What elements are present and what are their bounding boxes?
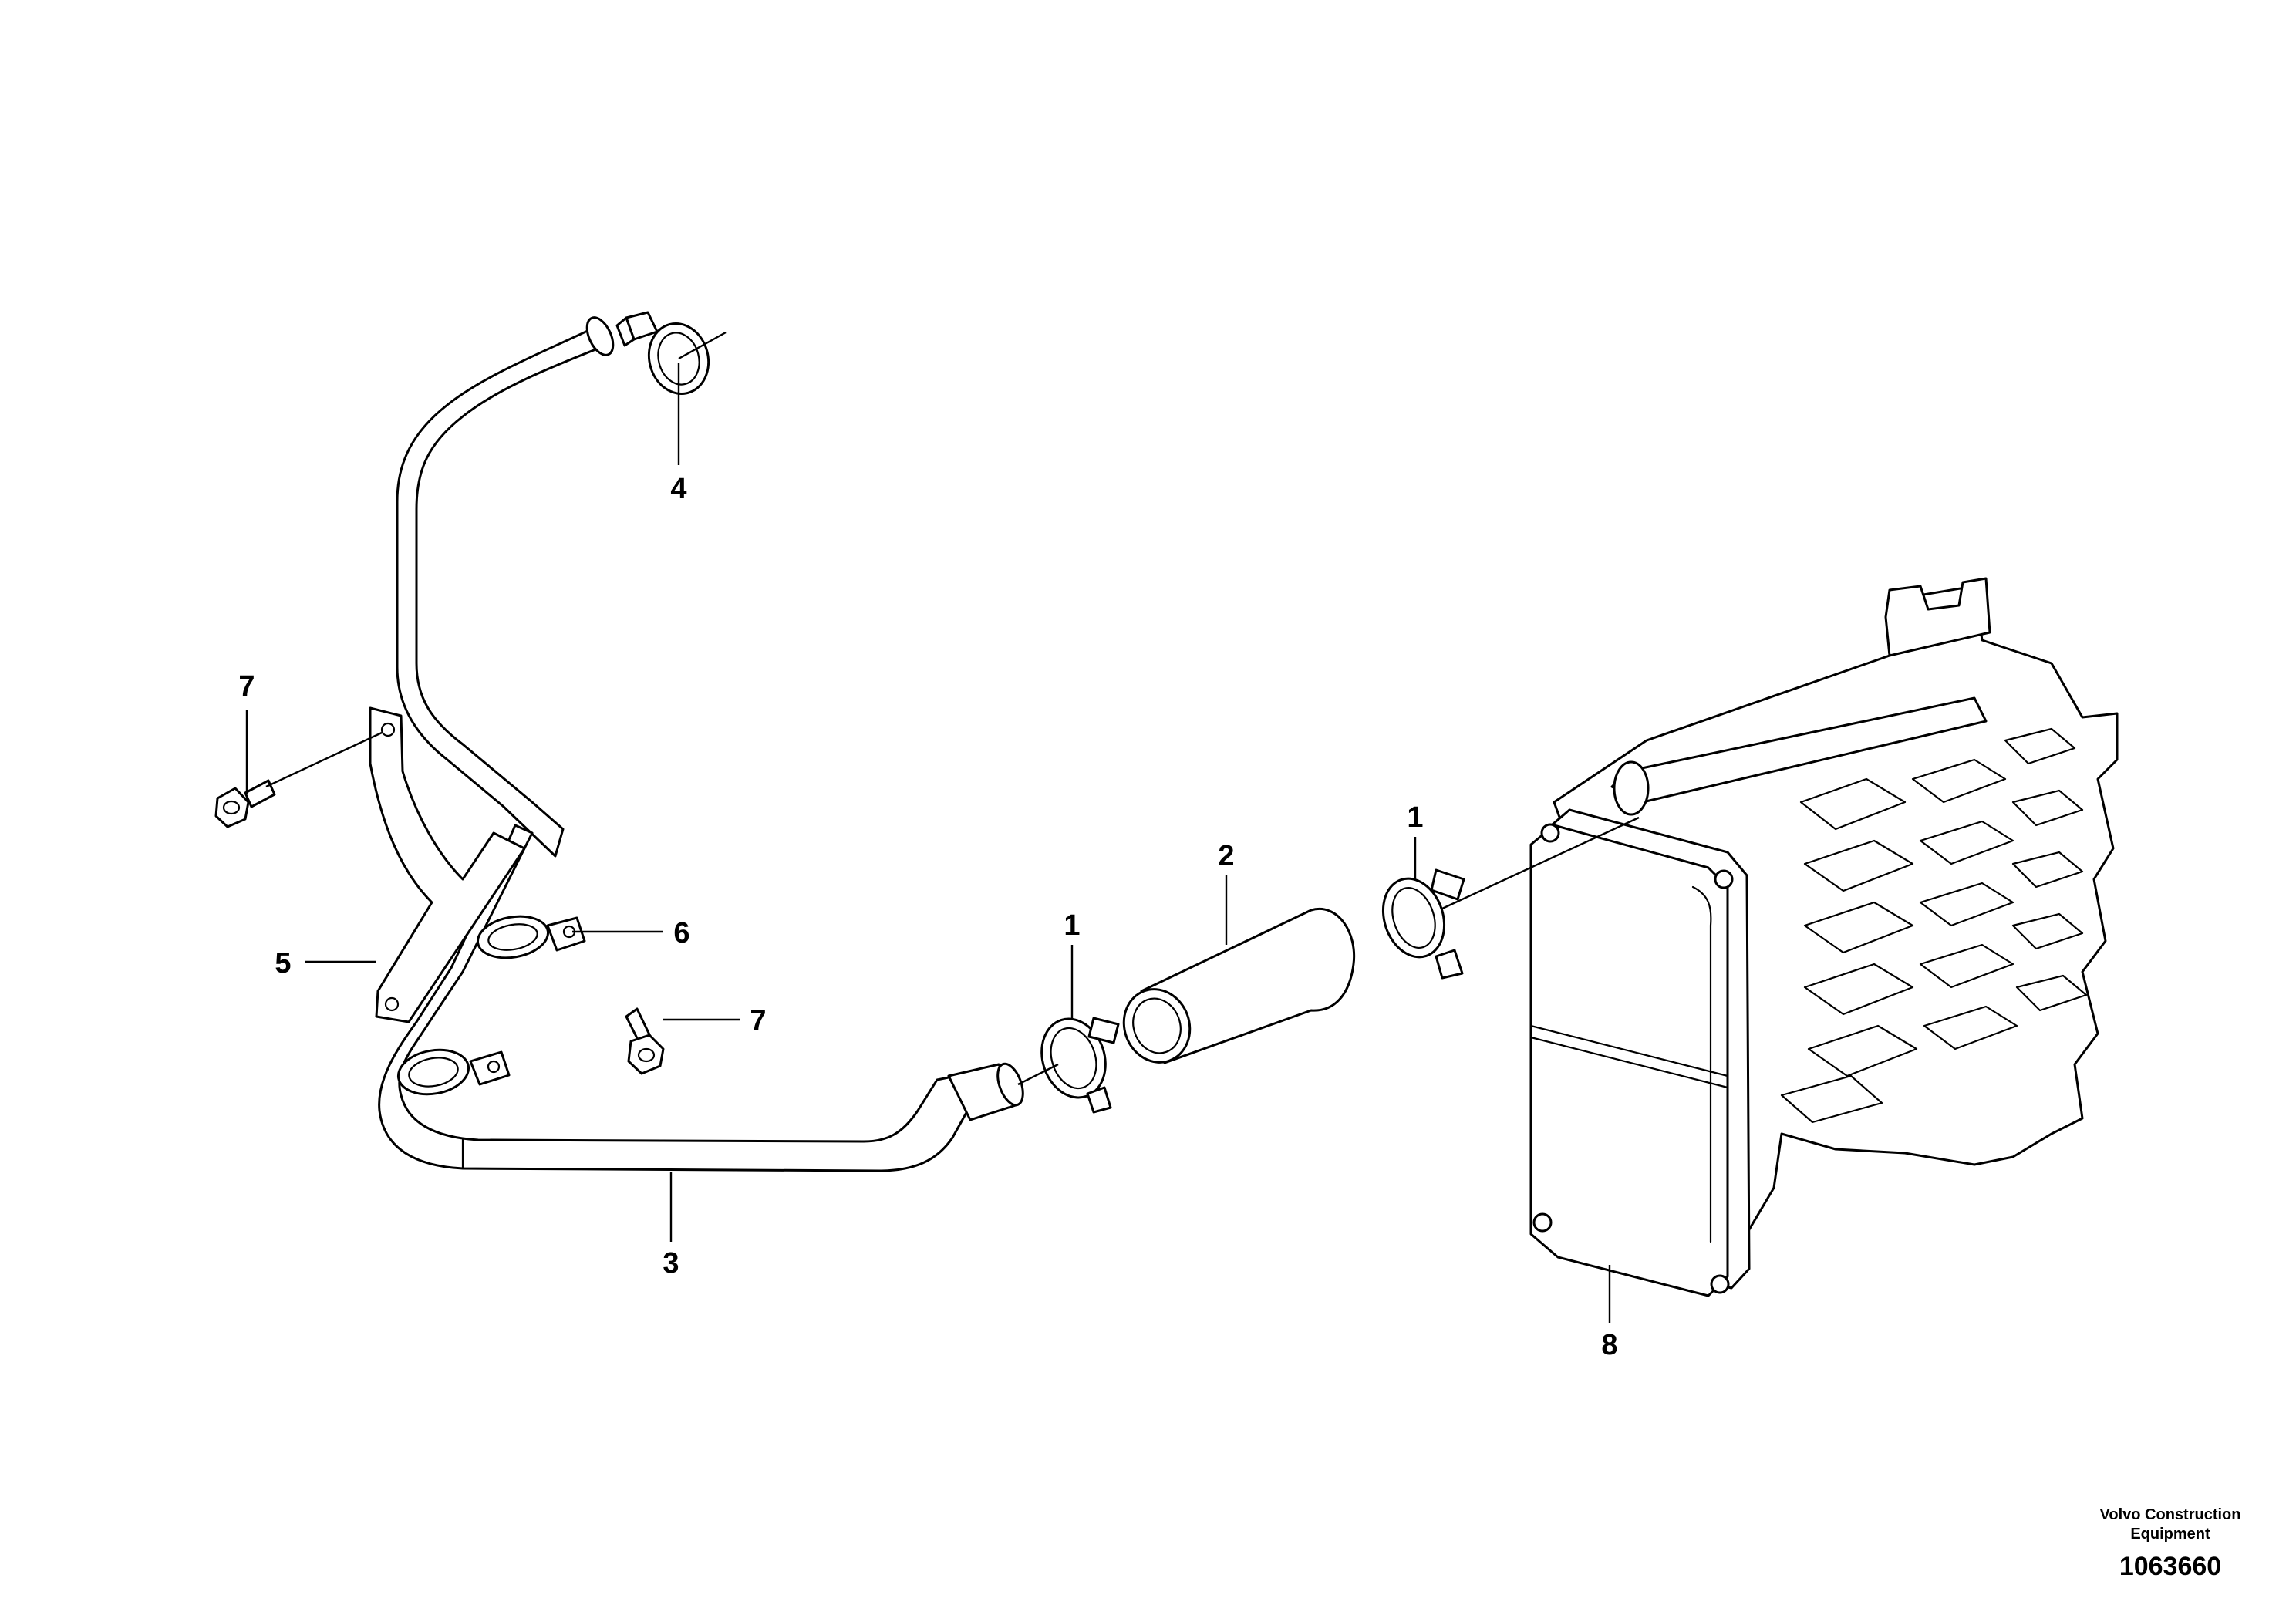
- callout-5: 5: [275, 947, 291, 980]
- pipe-lower: [378, 824, 973, 1172]
- callout-4: 4: [670, 473, 686, 505]
- callout-2: 2: [1218, 840, 1234, 872]
- company-name-line1: Volvo Construction: [2100, 1506, 2241, 1523]
- footer: Volvo Construction Equipment 1063660: [2100, 1506, 2241, 1581]
- screw-upper: [214, 779, 276, 828]
- pipe-assembly: [378, 316, 1024, 1172]
- pipe-end-opening: [996, 1062, 1024, 1107]
- callout-labels: 4 7 5 6 7 3 1 2 1 8: [238, 473, 1617, 1361]
- bracket-hole-lower: [384, 996, 400, 1012]
- callout-3: 3: [663, 1247, 679, 1280]
- callout-7-lower: 7: [750, 1005, 766, 1037]
- pipe-upper-end: [585, 316, 615, 356]
- hose-clamp-left: [1040, 1017, 1120, 1114]
- hose-body: [1140, 908, 1356, 1064]
- callout-1-right: 1: [1407, 801, 1423, 834]
- bracket: [369, 706, 526, 1023]
- pipe-upper-hose: [396, 326, 607, 858]
- unit-cover: [1529, 824, 1729, 1297]
- callout-8: 8: [1601, 1329, 1617, 1361]
- hose: [1122, 908, 1356, 1064]
- bracket-plate: [369, 706, 526, 1023]
- bracket-hole-upper: [380, 722, 396, 737]
- hose-clamp-upper: [615, 311, 710, 396]
- figure-number: 1063660: [2119, 1552, 2221, 1581]
- company-name-line2: Equipment: [2130, 1526, 2210, 1543]
- screw-lower: [625, 1007, 665, 1075]
- callout-1-left: 1: [1064, 909, 1080, 942]
- callout-6: 6: [673, 917, 689, 949]
- leader-lines: [245, 331, 1640, 1323]
- unit: [1529, 577, 2119, 1297]
- callout-7-upper: 7: [238, 670, 255, 703]
- hose-clamp-right: [1381, 868, 1465, 980]
